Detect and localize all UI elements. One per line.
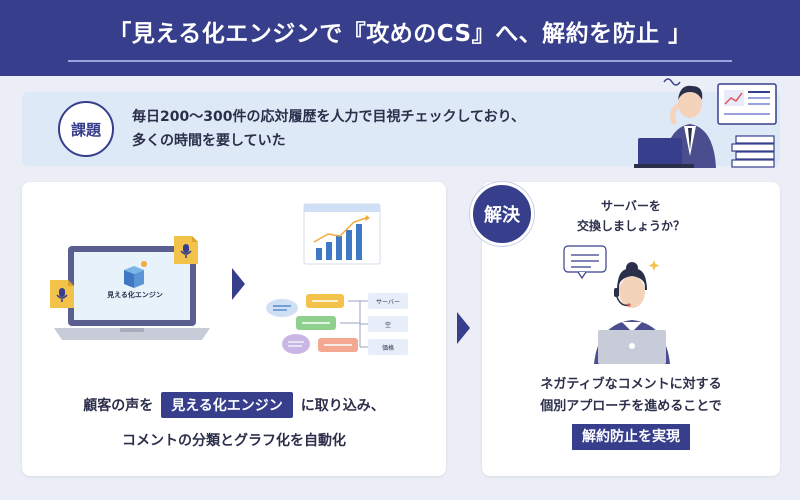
- issue-line-2: 多くの時間を要していた: [132, 133, 286, 149]
- laptop-engine-label: 見える化エンジン: [107, 291, 163, 299]
- desc-after: に取り込み、: [300, 398, 385, 414]
- title-underline: [68, 60, 732, 62]
- solution-line-2: 個別アプローチを進めることで: [540, 399, 722, 414]
- automation-description: 顧客の声を 見える化エンジン に取り込み、 コメントの分類とグラフ化を自動化: [22, 392, 446, 450]
- bar-chart-icon: [303, 203, 381, 265]
- speech-line-1: サーバーを: [601, 199, 661, 213]
- speech-line-2: 交換しましょうか？: [576, 219, 685, 233]
- engine-laptop-illustration: [50, 236, 210, 340]
- automation-description-line-1: 顧客の声を 見える化エンジン に取り込み、: [22, 392, 446, 418]
- operator-speech: サーバーを 交換しましょうか？: [482, 196, 780, 236]
- category-label-sky: 空: [385, 321, 391, 329]
- laptop-icon: [634, 138, 694, 168]
- category-boxes: [368, 293, 408, 355]
- engine-highlight: 見える化エンジン: [161, 392, 293, 418]
- solution-description: ネガティブなコメントに対する 個別アプローチを進めることで 解約防止を実現: [482, 374, 780, 450]
- issue-text: 毎日200〜300件の応対履歴を人力で目視チェックしており、 多くの時間を要して…: [132, 105, 652, 153]
- solution-line-1: ネガティブなコメントに対する: [540, 377, 722, 392]
- comment-bubbles-icon: [266, 294, 358, 354]
- solution-highlight: 解約防止を実現: [572, 424, 690, 450]
- laptop-icon: [598, 330, 666, 364]
- header-banner: 「見える化エンジンで『攻めのCS』へ、解約を防止 」: [0, 0, 800, 76]
- automation-description-line-2: コメントの分類とグラフ化を自動化: [122, 433, 346, 449]
- operator-illustration: [563, 245, 670, 364]
- engine-logo-icon: [124, 261, 147, 288]
- analysis-illustration: サーバー 空 価格: [266, 203, 408, 355]
- tree-connector-lines: [340, 300, 368, 348]
- report-board-icon: [717, 83, 777, 125]
- scribble-icon: [663, 78, 681, 86]
- page-title: 「見える化エンジンで『攻めのCS』へ、解約を防止 」: [108, 21, 692, 47]
- solution-badge: 解決: [470, 182, 534, 246]
- issue-box: 課題 毎日200〜300件の応対履歴を人力で目視チェックしており、 多くの時間を…: [22, 92, 780, 166]
- category-label-server: サーバー: [376, 299, 400, 306]
- speech-bubble-icon: [563, 245, 607, 280]
- issue-badge: 課題: [58, 101, 114, 157]
- desc-before: 顧客の声を: [83, 398, 154, 414]
- flow-arrow: [232, 268, 245, 300]
- solution-arrow: [457, 312, 470, 344]
- sparkle-icon: [648, 260, 660, 271]
- issue-line-1: 毎日200〜300件の応対履歴を人力で目視チェックしており、: [132, 109, 526, 125]
- microphone-file-icon: [50, 280, 74, 308]
- office-worker-illustration: [634, 78, 777, 168]
- microphone-file-icon: [174, 236, 198, 264]
- category-label-price: 価格: [382, 344, 394, 352]
- books-stack-icon: [731, 135, 775, 168]
